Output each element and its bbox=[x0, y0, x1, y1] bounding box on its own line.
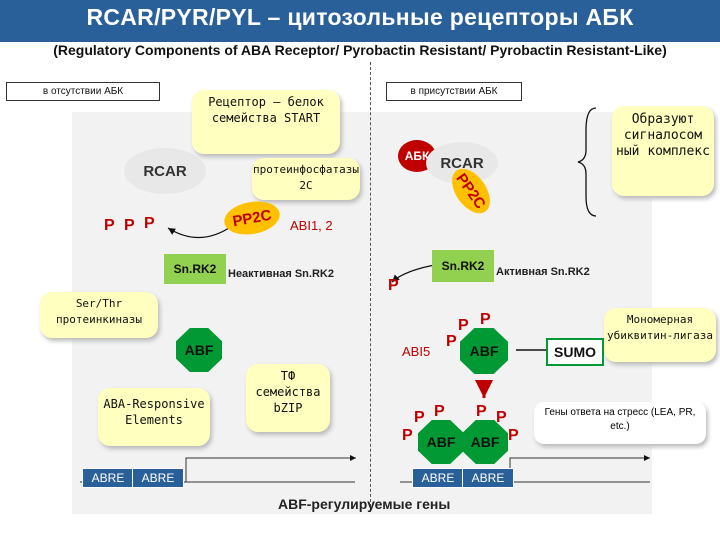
panel-divider bbox=[370, 62, 371, 512]
right-abf: ABF bbox=[460, 328, 508, 374]
right-abf-dimer-2: ABF bbox=[462, 420, 508, 464]
title-bar bbox=[0, 0, 720, 42]
left-p-3: P bbox=[144, 215, 155, 232]
left-rcar: RCAR bbox=[124, 148, 206, 194]
left-p-1: P bbox=[104, 217, 115, 234]
left-snrk2-state: Неактивная Sn.RK2 bbox=[228, 268, 334, 280]
left-abf: ABF bbox=[176, 328, 222, 372]
right-p-free: P bbox=[388, 277, 399, 294]
right-p-abf-1: P bbox=[458, 317, 469, 334]
right-p-dimer-6: P bbox=[508, 427, 519, 444]
right-panel-label: в присутствии АБК bbox=[386, 82, 522, 101]
dephosphorylation-arrow bbox=[167, 225, 233, 239]
left-snrk2: Sn.RK2 bbox=[164, 254, 226, 284]
left-p-2: P bbox=[124, 217, 135, 234]
right-abf-dimer-1: ABF bbox=[418, 420, 464, 464]
right-p-dimer-1: P bbox=[414, 409, 425, 426]
sumo-box: SUMO bbox=[546, 338, 604, 366]
callout-tf: ТФ семейства bZIP bbox=[246, 364, 330, 432]
gene-start-right bbox=[509, 455, 650, 482]
callout-stress-genes: Гены ответа на стресс (LEA, PR, etc.) bbox=[534, 402, 706, 444]
slide-subtitle: (Regulatory Components of ABA Receptor/ … bbox=[53, 42, 667, 58]
callout-phosphatases: протеинфосфатазы 2С bbox=[252, 158, 360, 200]
right-p-dimer-5: P bbox=[496, 409, 507, 426]
right-abi5-label: ABI5 bbox=[402, 344, 431, 359]
genes-label: ABF-регулируемые гены bbox=[278, 496, 451, 512]
callout-receptor: Рецептор – белок семейства START bbox=[192, 90, 340, 154]
right-p-abf-2: P bbox=[480, 311, 491, 328]
right-snrk2: Sn.RK2 bbox=[432, 250, 494, 282]
left-abi-label: ABI1, 2 bbox=[290, 218, 333, 233]
complex-brace bbox=[577, 107, 597, 217]
right-p-dimer-3: P bbox=[402, 427, 413, 444]
gene-start-left bbox=[185, 455, 356, 482]
right-snrk2-state: Активная Sn.RK2 bbox=[496, 266, 590, 278]
left-panel-label: в отсутствии АБК bbox=[6, 82, 160, 101]
callout-elements: ABA-Responsive Elements bbox=[98, 388, 210, 446]
left-abre-2: ABRE bbox=[132, 468, 184, 488]
callout-complex: Образуют сигналосом ный комплекс bbox=[612, 106, 714, 196]
right-abre-1: ABRE bbox=[412, 468, 464, 488]
slide-title: RCAR/PYR/PYL – цитозольные рецепторы АБК bbox=[86, 4, 634, 30]
right-p-dimer-2: P bbox=[434, 403, 445, 420]
right-abre-2: ABRE bbox=[462, 468, 514, 488]
right-p-dimer-4: P bbox=[476, 403, 487, 420]
left-abre-1: ABRE bbox=[82, 468, 134, 488]
callout-kinases: Ser/Thr протеинкиназы bbox=[40, 292, 158, 338]
callout-ubiquitin: Мономерная убиквитин-лигаза bbox=[604, 308, 716, 362]
right-p-abf-3: P bbox=[446, 333, 457, 350]
